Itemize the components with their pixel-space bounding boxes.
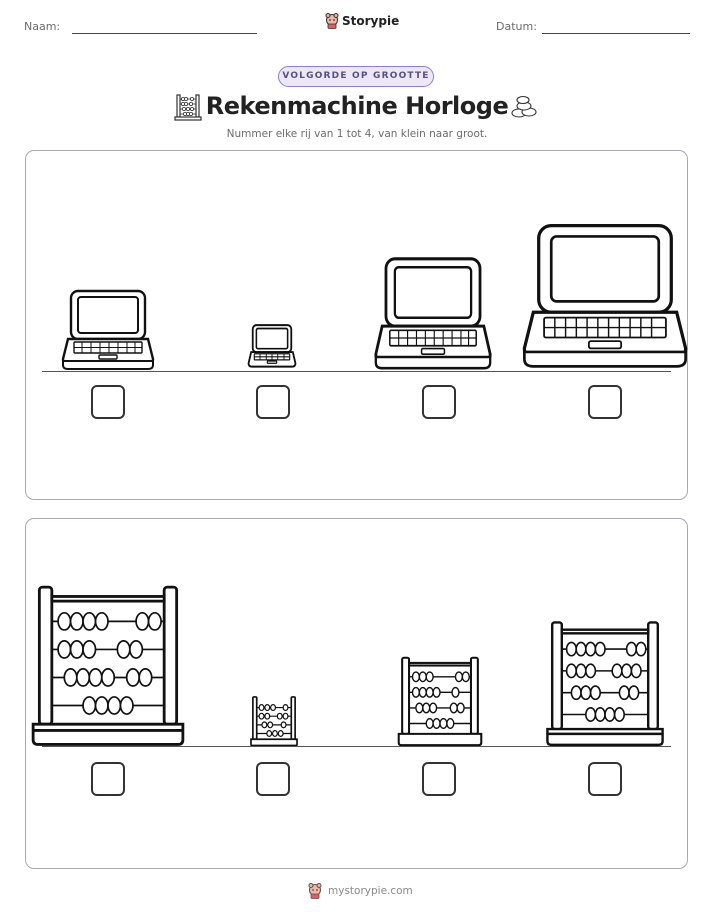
abacus-icon xyxy=(31,585,185,746)
baseline-2 xyxy=(42,746,671,747)
answer-box[interactable] xyxy=(588,762,622,796)
baseline-1 xyxy=(42,371,671,372)
brand-logo: Storypie xyxy=(325,13,399,29)
abacus-icon xyxy=(250,696,298,746)
name-line[interactable] xyxy=(72,33,257,34)
laptop-icon xyxy=(61,289,155,370)
sort-row-2 xyxy=(25,518,688,869)
brand-name: Storypie xyxy=(342,14,400,28)
storypie-mascot-icon xyxy=(308,883,322,899)
answer-box[interactable] xyxy=(256,385,290,419)
footer-url[interactable]: mystorypie.com xyxy=(328,885,413,897)
answer-box[interactable] xyxy=(422,385,456,419)
category-badge: VOLGORDE OP GROOTTE xyxy=(278,66,434,87)
date-label: Datum: xyxy=(496,20,537,33)
abacus-icon xyxy=(397,656,483,746)
footer: mystorypie.com xyxy=(308,883,413,899)
laptop-icon xyxy=(374,257,492,370)
laptop-icon xyxy=(247,324,297,368)
answer-box[interactable] xyxy=(256,762,290,796)
date-line[interactable] xyxy=(542,33,690,34)
answer-box[interactable] xyxy=(588,385,622,419)
answer-box[interactable] xyxy=(91,762,125,796)
storypie-mascot-icon xyxy=(325,13,339,29)
abacus-icon xyxy=(174,94,202,121)
instructions: Nummer elke rij van 1 tot 4, van klein n… xyxy=(226,128,488,140)
answer-box[interactable] xyxy=(91,385,125,419)
answer-box[interactable] xyxy=(422,762,456,796)
coins-icon xyxy=(511,95,537,118)
page-title: Rekenmachine Horloge xyxy=(205,92,509,120)
laptop-icon xyxy=(522,223,688,368)
abacus-icon xyxy=(546,621,664,746)
name-label: Naam: xyxy=(24,20,61,33)
sort-row-1 xyxy=(25,150,688,500)
